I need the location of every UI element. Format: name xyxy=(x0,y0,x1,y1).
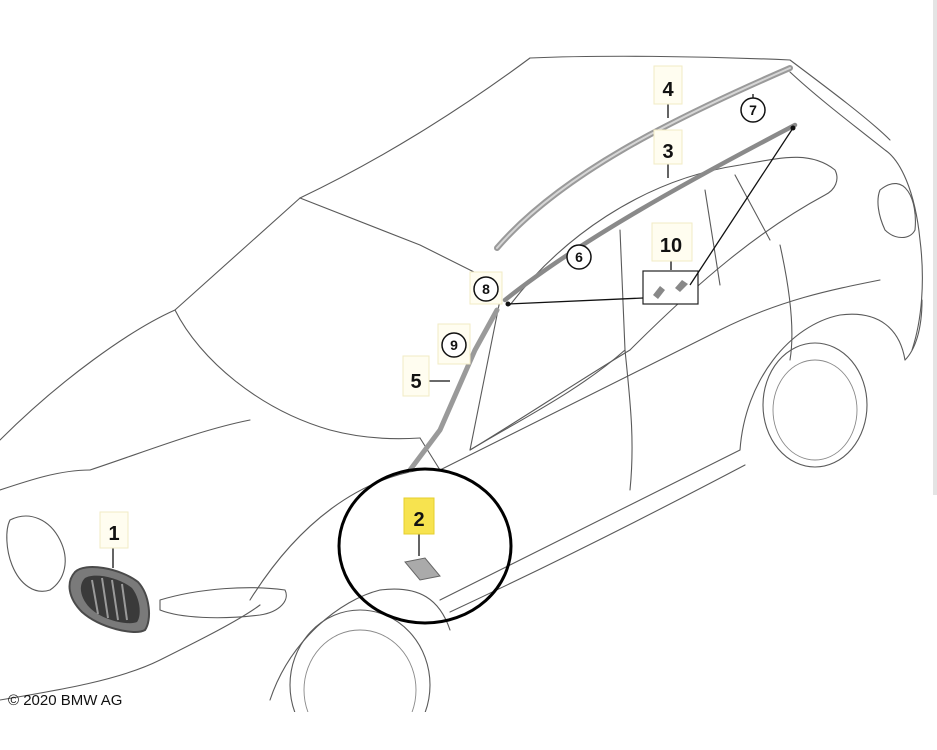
highlight-circle xyxy=(337,467,513,625)
leader-lines xyxy=(112,94,796,568)
bottom-edge-strip xyxy=(0,712,937,750)
callout-2: 2 xyxy=(403,497,435,535)
callout-9: 9 xyxy=(437,323,471,365)
side-gill-trim xyxy=(404,557,441,581)
car-outline xyxy=(0,55,923,750)
callout-8: 8 xyxy=(469,271,503,305)
roof-moulding-trim xyxy=(502,122,798,303)
right-edge-strip xyxy=(933,0,937,495)
callout-1: 1 xyxy=(99,511,129,549)
callout-8-label: 8 xyxy=(482,281,490,297)
callout-2-label: 2 xyxy=(413,509,424,531)
callout-1-label: 1 xyxy=(108,523,119,545)
callout-9-label: 9 xyxy=(450,337,458,353)
callout-5-label: 5 xyxy=(410,371,421,393)
callout-6-label: 6 xyxy=(575,249,583,265)
callout-5: 5 xyxy=(402,355,430,397)
callout-10: 10 xyxy=(651,222,693,262)
callout-7-label: 7 xyxy=(749,102,757,118)
callout-4: 4 xyxy=(653,65,683,105)
clip-box xyxy=(642,270,699,305)
callout-7: 7 xyxy=(740,97,766,123)
callout-3-label: 3 xyxy=(662,141,673,163)
a-pillar-trim xyxy=(407,307,500,473)
kidney-grille xyxy=(68,566,151,633)
callout-6: 6 xyxy=(566,244,592,270)
callout-3: 3 xyxy=(653,129,683,165)
callout-4-label: 4 xyxy=(662,79,674,101)
copyright-text: © 2020 BMW AG xyxy=(8,692,122,709)
roof-rail-trim xyxy=(494,65,793,251)
callout-10-label: 10 xyxy=(660,235,682,257)
